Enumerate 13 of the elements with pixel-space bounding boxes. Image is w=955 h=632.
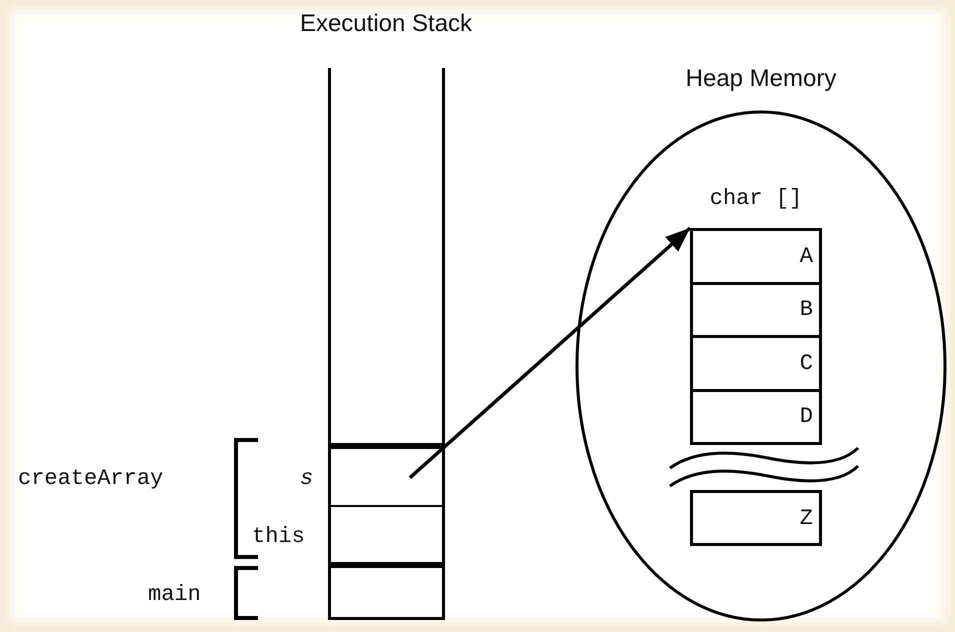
array-cell: Z (690, 490, 822, 546)
variable-name: this (252, 524, 305, 549)
method-name: createArray (18, 466, 164, 491)
variable-name: s (300, 466, 314, 491)
heap-heading: Heap Memory (684, 65, 838, 94)
pointer-arrow (408, 226, 692, 480)
array-type-label: char [] (708, 186, 804, 212)
array-cell: D (693, 392, 819, 442)
method-name: main (148, 582, 201, 607)
array-cell: B (693, 284, 819, 338)
array-cell: A (693, 231, 819, 284)
stack-heading: Execution Stack (298, 10, 474, 39)
array-cell: C (693, 338, 819, 392)
